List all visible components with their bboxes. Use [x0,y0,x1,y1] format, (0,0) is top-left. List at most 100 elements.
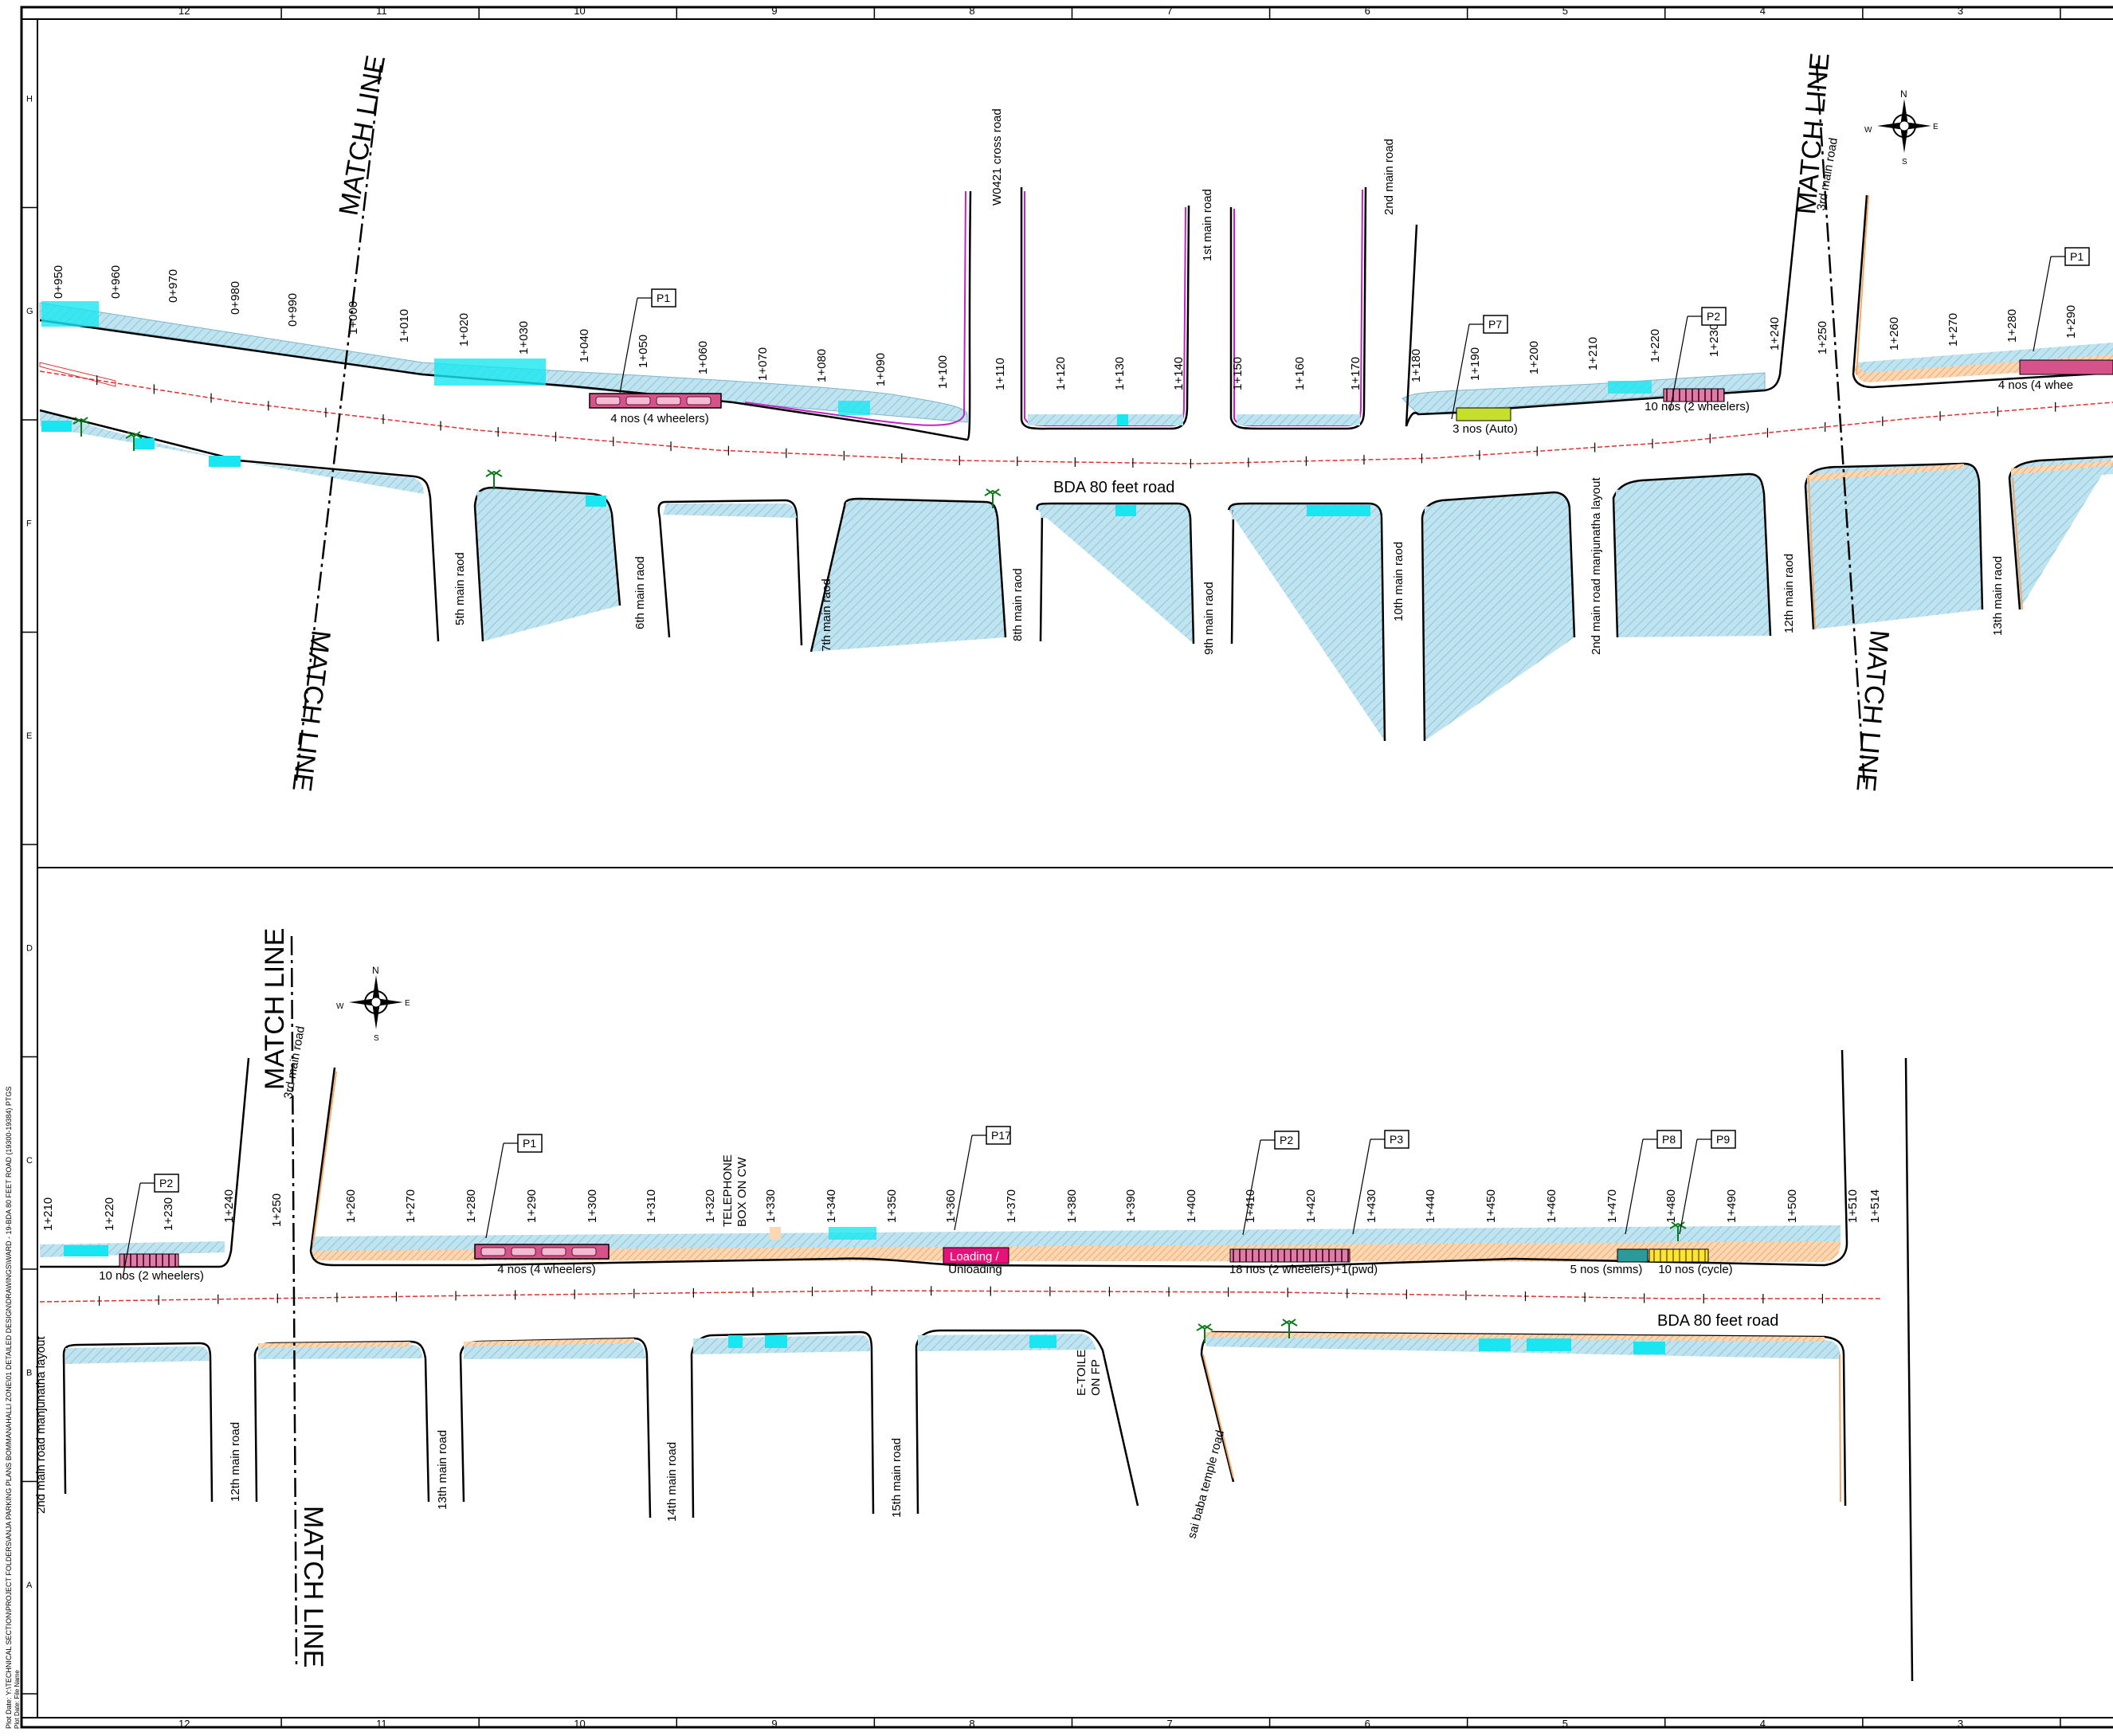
chainage-label: 1+320 [704,1189,717,1223]
parking-tag: P1 [2033,247,2090,352]
grid-column-label: 7 [1167,1718,1173,1730]
parking-zone [586,496,606,507]
chainage-label: 1+270 [404,1189,418,1223]
lower-footpath [40,410,424,494]
chainage-label: 1+510 [1846,1189,1860,1223]
chainage-label: 1+200 [1527,341,1541,374]
svg-text:BOX ON CW: BOX ON CW [735,1157,749,1227]
grid-column-label: 9 [771,5,777,17]
chainage-label: 0+960 [109,265,123,299]
grid-column-label: 8 [969,5,974,17]
svg-text:TELEPHONE: TELEPHONE [721,1154,735,1227]
chainage-label: 1+380 [1065,1189,1079,1223]
side-road-label: 12th main road [229,1422,242,1502]
match-line-label: MATCH LINE [1850,629,1895,793]
parking-zone [1307,505,1370,516]
parking-tag: P8 [1625,1130,1682,1235]
parking-tag-label: P2 [159,1177,173,1189]
magenta-line [744,190,966,426]
parking-tag-label: P2 [1280,1134,1293,1146]
chainage-label: 1+514 [1868,1189,1882,1223]
chainage-label: 1+440 [1424,1189,1437,1223]
chainage-label: 1+210 [41,1197,55,1231]
parking-caption: Unloading [948,1263,1002,1276]
parking-tag-label: P1 [2070,250,2084,263]
car-icons [480,1247,597,1256]
svg-text:S: S [1902,158,1907,167]
chainage-label: 1+500 [1786,1189,1799,1223]
boundary-line [1904,1057,1914,1682]
grid-column-label: 11 [376,1718,387,1730]
parking-caption: 4 nos (4 whee [1998,378,2073,392]
chainage-label: 1+250 [1816,321,1829,355]
side-road-labels: 2nd main road manjunatha layout 12th main… [34,1025,1227,1540]
parking-bay-auto [1456,407,1511,421]
parking-bay-4w [2019,359,2113,375]
parking-bay-2w [119,1253,179,1268]
parking-zone [134,438,155,449]
parking-tag: P17 [954,1126,1011,1231]
match-line-label: MATCH LINE [260,928,290,1090]
parking-bay-cycle [1648,1248,1709,1263]
parking-tag-label: P3 [1390,1133,1403,1146]
svg-text:E-TOILET: E-TOILET [1075,1342,1088,1396]
side-note: Plot Date: Y:\TECHNICAL SECTION\PROJECT … [5,1087,13,1729]
chainage-label: 1+140 [1172,357,1186,390]
chainage-label: 1+260 [344,1189,358,1223]
side-road-label: 1st main road [1201,189,1214,261]
parking-tag-label: P1 [523,1137,536,1150]
upper-kerb [39,190,972,441]
road-centerline [39,1290,1882,1303]
grid-column-label: 6 [1365,1718,1370,1730]
chainage-label: 1+080 [815,349,829,382]
chainage-label: 1+450 [1484,1189,1498,1223]
parking-caption: 5 nos (smms) [1570,1263,1643,1276]
loading-label: Loading / [950,1250,1000,1264]
side-road-label: 9th main raod [1202,582,1216,655]
side-road-label: 15th main road [890,1438,904,1518]
grid-column-label: 10 [574,5,585,17]
chainage-label: 1+340 [825,1189,838,1223]
chainage-label: 1+120 [1054,357,1068,390]
chainage-label: 1+190 [1468,347,1482,381]
side-road-label: 14th main road [665,1442,679,1522]
parking-tag: P2 [1242,1131,1300,1236]
chainage-label: 1+310 [645,1189,658,1223]
loading-zone [943,1247,1009,1264]
chainage-label: 1+430 [1365,1189,1378,1223]
grid-row-label: C [26,1156,33,1166]
parking-zone [1608,381,1652,394]
side-road-label: sai baba temple road [1185,1428,1227,1540]
chainage-label: 1+290 [525,1189,539,1223]
side-road-label: 7th main raod [820,578,833,652]
parking-bay-smms [1617,1248,1648,1263]
chainage-label: 1+210 [1586,337,1600,370]
chainage-label: 1+240 [222,1189,236,1223]
side-road-label: 2nd main road manjunatha layout [34,1336,48,1514]
chainage-label: 1+390 [1124,1189,1138,1223]
chainage-label: 1+040 [578,329,591,362]
lower-blocks [473,455,2113,742]
north-arrow-icon: N S E W [336,965,410,1043]
grid-row-label: A [26,1581,33,1590]
chainage-label: 1+280 [465,1189,478,1223]
chainage-label: 1+270 [1946,313,1960,347]
chainage-label: 1+490 [1725,1189,1739,1223]
chainage-label: 0+980 [229,281,242,315]
parking-tag: P9 [1679,1130,1736,1235]
parking-caption: 10 nos (2 wheelers) [99,1269,204,1283]
chainage-label: 1+090 [874,353,888,386]
chainage-label: 1+460 [1545,1189,1558,1223]
chainage-label: 1+260 [1888,317,1901,351]
match-line-label: MATCH LINE [298,1506,328,1667]
grid-column-label: 5 [1562,1718,1568,1730]
chainage-label: 1+050 [637,335,650,368]
chainage-label: 0+970 [167,269,180,303]
parking-tag: P7 [1451,315,1508,420]
parking-zone [64,1245,108,1256]
grid-column-label: 7 [1167,5,1173,17]
match-line: MATCH LINE MATCH LINE MATCH LINE MATCH L… [286,52,1895,794]
road-name: BDA 80 feet road [1053,479,1174,496]
